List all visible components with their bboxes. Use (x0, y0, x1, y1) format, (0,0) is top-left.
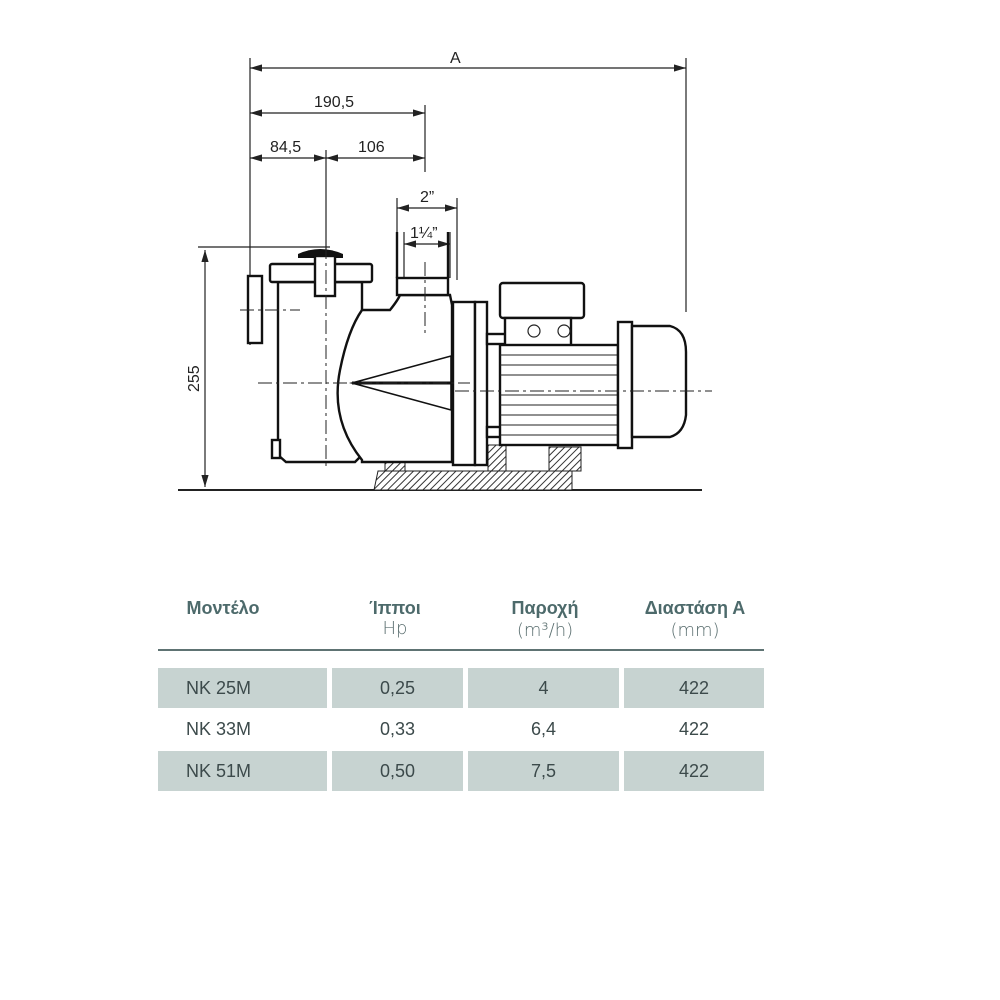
cell-model: NK 51M (158, 751, 327, 791)
cell-dimension-a: 422 (624, 668, 764, 708)
header-dimension-a-unit: (mm) (670, 620, 720, 641)
cell-model: NK 25M (158, 668, 327, 708)
dim-1-25in-label: 1¼” (410, 225, 438, 242)
base-plate (373, 470, 573, 491)
header-flow: Παροχή (511, 598, 579, 618)
cell-dimension-a: 422 (678, 719, 710, 739)
header-flow-unit: (m³/h) (516, 620, 574, 641)
dim-2in-label: 2” (420, 189, 434, 206)
dimension-lines (198, 58, 687, 487)
cell-dimension-a: 422 (624, 751, 764, 791)
cell-model: NK 33M (186, 719, 252, 739)
dim-84-5-label: 84,5 (270, 139, 301, 156)
cell-hp: 0,33 (379, 719, 416, 739)
header-dimension-a: Διαστάση Α (644, 598, 746, 618)
cell-flow: 4 (468, 668, 619, 708)
outlet-thread (395, 276, 450, 297)
header-model: Μοντέλο (186, 598, 260, 618)
cell-flow: 7,5 (468, 751, 619, 791)
cell-hp: 0,50 (332, 751, 463, 791)
header-hp-unit: Hp (382, 618, 408, 639)
header-hp: Ίπποι (369, 598, 421, 618)
cell-hp: 0,25 (332, 668, 463, 708)
cell-flow: 6,4 (530, 719, 557, 739)
motor (498, 281, 688, 450)
dim-106-label: 106 (358, 139, 385, 156)
pump-dimension-drawing: A 190,5 84,5 106 2” 1¼” 255 (178, 50, 712, 491)
dim-255-label: 255 (186, 365, 203, 392)
dim-190-5-label: 190,5 (314, 94, 354, 111)
outlet-pipe (395, 232, 450, 278)
header-divider (158, 649, 764, 651)
dim-a-label: A (450, 50, 461, 67)
